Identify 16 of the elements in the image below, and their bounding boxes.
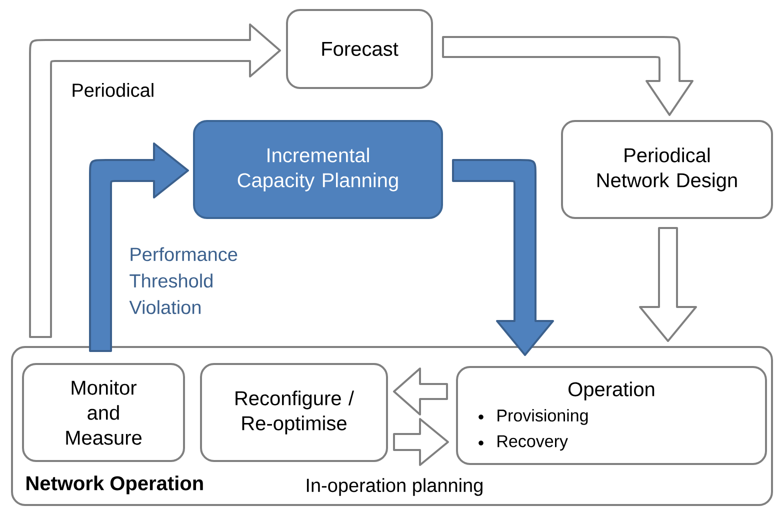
note-text: In-operation planning [306, 478, 482, 496]
block-arrow [639, 226, 697, 342]
block-arrow [393, 418, 449, 466]
block-arrow [393, 368, 448, 416]
process-box: Monitor and Measure [22, 362, 185, 462]
process-box: Periodical Network Design [561, 120, 773, 219]
process-box: Reconfigure / Re-optimise [200, 362, 388, 462]
process-box: Operation Provisioning Recovery [456, 366, 767, 465]
process-box: Forecast [286, 9, 433, 89]
block-arrow [452, 159, 554, 356]
block-arrow [29, 24, 281, 338]
process-box: Incremental Capacity Planning [193, 120, 443, 219]
block-arrow [89, 142, 189, 352]
edge-label: Periodical [72, 83, 154, 97]
edge-label: Performance Threshold Violation [129, 247, 238, 314]
block-arrow [442, 36, 694, 116]
